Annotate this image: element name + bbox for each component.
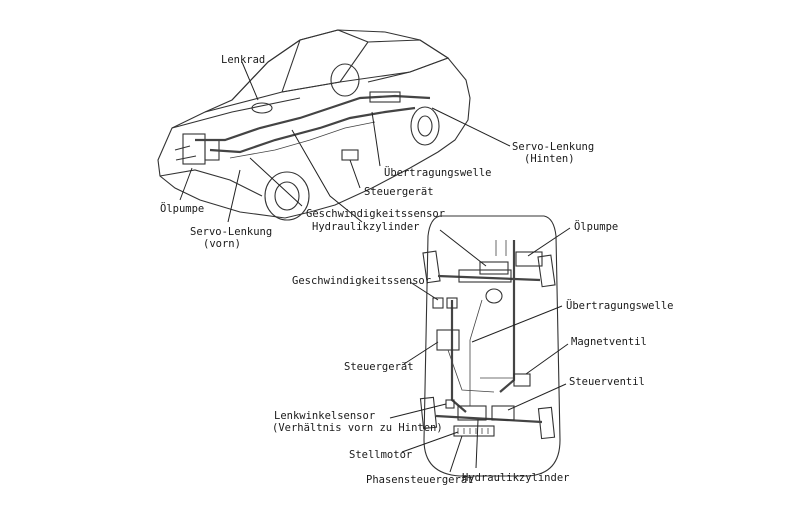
leader-magnetventil (525, 343, 569, 375)
label-servo-hinten-line1: Servo-Lenkung (512, 141, 594, 153)
car-hood-line (171, 97, 301, 129)
leader-steuerventil (507, 383, 567, 411)
car-rear-left-wheel (330, 63, 360, 97)
label-servo-vorn-line2: (vorn) (203, 238, 241, 250)
label-hydraulikzylinder-2: Hydraulikzylinder (462, 472, 569, 484)
schematic-front-steering-box (458, 269, 512, 283)
leader-uebertragungswelle-2 (471, 305, 563, 343)
label-uebertragungswelle-1: Übertragungswelle (384, 166, 491, 179)
schematic-stepper-motor (453, 425, 495, 437)
label-geschwindigkeitssensor-2: Geschwindigkeitssensor (292, 275, 431, 287)
leader-uebertragungswelle-1 (371, 111, 381, 167)
car-front-grille (174, 145, 197, 161)
car-transmission-shaft (229, 121, 376, 159)
leader-phasensteuergeraet (449, 435, 463, 473)
schematic-front-left-wheel (422, 250, 441, 284)
car-front-right-hub (274, 181, 300, 211)
leader-hydraulikzylinder-1 (291, 129, 363, 223)
label-servo-hinten-line2: (Hinten) (524, 153, 575, 165)
schematic-hydraulic-line-left (450, 300, 467, 413)
leader-geschwindigkeitssensor-1 (249, 157, 303, 207)
label-magnetventil: Magnetventil (571, 336, 647, 348)
label-oelpumpe-1: Ölpumpe (160, 202, 204, 215)
label-lenkwinkelsensor-line2: (Verhältnis vorn zu Hinten) (272, 422, 443, 434)
label-oelpumpe-2: Ölpumpe (574, 220, 618, 233)
schematic-vehicle-outline (423, 215, 561, 477)
schematic-front-pump-unit (479, 261, 509, 275)
schematic-rear-right-wheel (537, 406, 556, 440)
leader-lenkwinkelsensor (389, 403, 447, 419)
label-uebertragungswelle-2: Übertragungswelle (566, 299, 673, 312)
label-lenkrad: Lenkrad (221, 54, 265, 66)
schematic-control-unit (436, 329, 460, 351)
leader-hydraulikzylinder-top (439, 229, 487, 267)
schematic-speed-sensor-2 (446, 297, 458, 309)
label-servo-vorn-line1: Servo-Lenkung (190, 226, 272, 238)
car-front-right-wheel (264, 171, 310, 221)
label-steuergeraet-2: Steuergerät (344, 361, 414, 373)
schematic-transmission-shaft (469, 299, 483, 406)
schematic-control-wire (447, 349, 495, 393)
label-steuergeraet-1: Steuergerät (364, 186, 434, 198)
schematic-control-valve (491, 405, 515, 421)
schematic-hydraulic-line-right (499, 240, 516, 393)
schematic-rear-cylinder (457, 405, 487, 421)
label-lenkwinkelsensor-line1: Lenkwinkelsensor (274, 410, 375, 422)
schematic-solenoid-valve (513, 373, 531, 387)
car-beltline (204, 57, 449, 113)
schematic-stepper-ticks (457, 428, 489, 434)
label-steuerventil: Steuerventil (569, 376, 645, 388)
car-oil-pump (182, 133, 206, 165)
leader-servo-vorn (227, 169, 241, 223)
label-geschwindigkeitssensor-1: Geschwindigkeitssensor (306, 208, 445, 220)
leader-oelpumpe-1 (179, 167, 193, 201)
car-perspective-drawing: Lenkrad Ölpumpe Servo-Lenkung (vorn) Ser… (157, 29, 594, 250)
schematic-front-right-wheel (537, 254, 556, 288)
top-view-schematic: Ölpumpe Geschwindigkeitssensor Übertragu… (272, 215, 673, 486)
label-hydraulikzylinder-1: Hydraulikzylinder (312, 221, 419, 233)
car-rear-window (367, 39, 450, 83)
car-front-bumper (159, 169, 263, 197)
schematic-rear-axle (435, 414, 543, 424)
leader-geschwindigkeitssensor-2 (409, 281, 439, 301)
leader-steuergeraet-1 (349, 159, 361, 189)
car-rear-servo (369, 91, 401, 103)
car-steering-wheel (251, 102, 273, 114)
schematic-oil-pump (515, 251, 543, 267)
leader-servo-hinten (431, 107, 511, 147)
car-hydraulic-line-1 (195, 94, 431, 142)
leader-stellmotor (401, 431, 459, 453)
leader-steuergeraet-2 (403, 341, 439, 365)
car-rear-right-wheel (410, 106, 440, 146)
leader-hydraulikzylinder-2 (475, 419, 479, 469)
leader-lenkrad (241, 61, 259, 101)
car-hydraulic-line-2 (209, 106, 416, 154)
leader-oelpumpe-2 (527, 227, 571, 257)
schematic-front-axle (437, 274, 541, 282)
car-rear-right-hub (417, 115, 433, 137)
schematic-speed-sensor-1 (432, 297, 444, 309)
schematic-rear-left-wheel (419, 396, 438, 430)
schematic-pump-lines (495, 240, 507, 256)
label-phasensteuergeraet: Phasensteuergerät (366, 474, 473, 486)
label-stellmotor: Stellmotor (349, 449, 412, 461)
schematic-steering-wheel (485, 288, 503, 304)
car-control-unit (341, 149, 359, 161)
